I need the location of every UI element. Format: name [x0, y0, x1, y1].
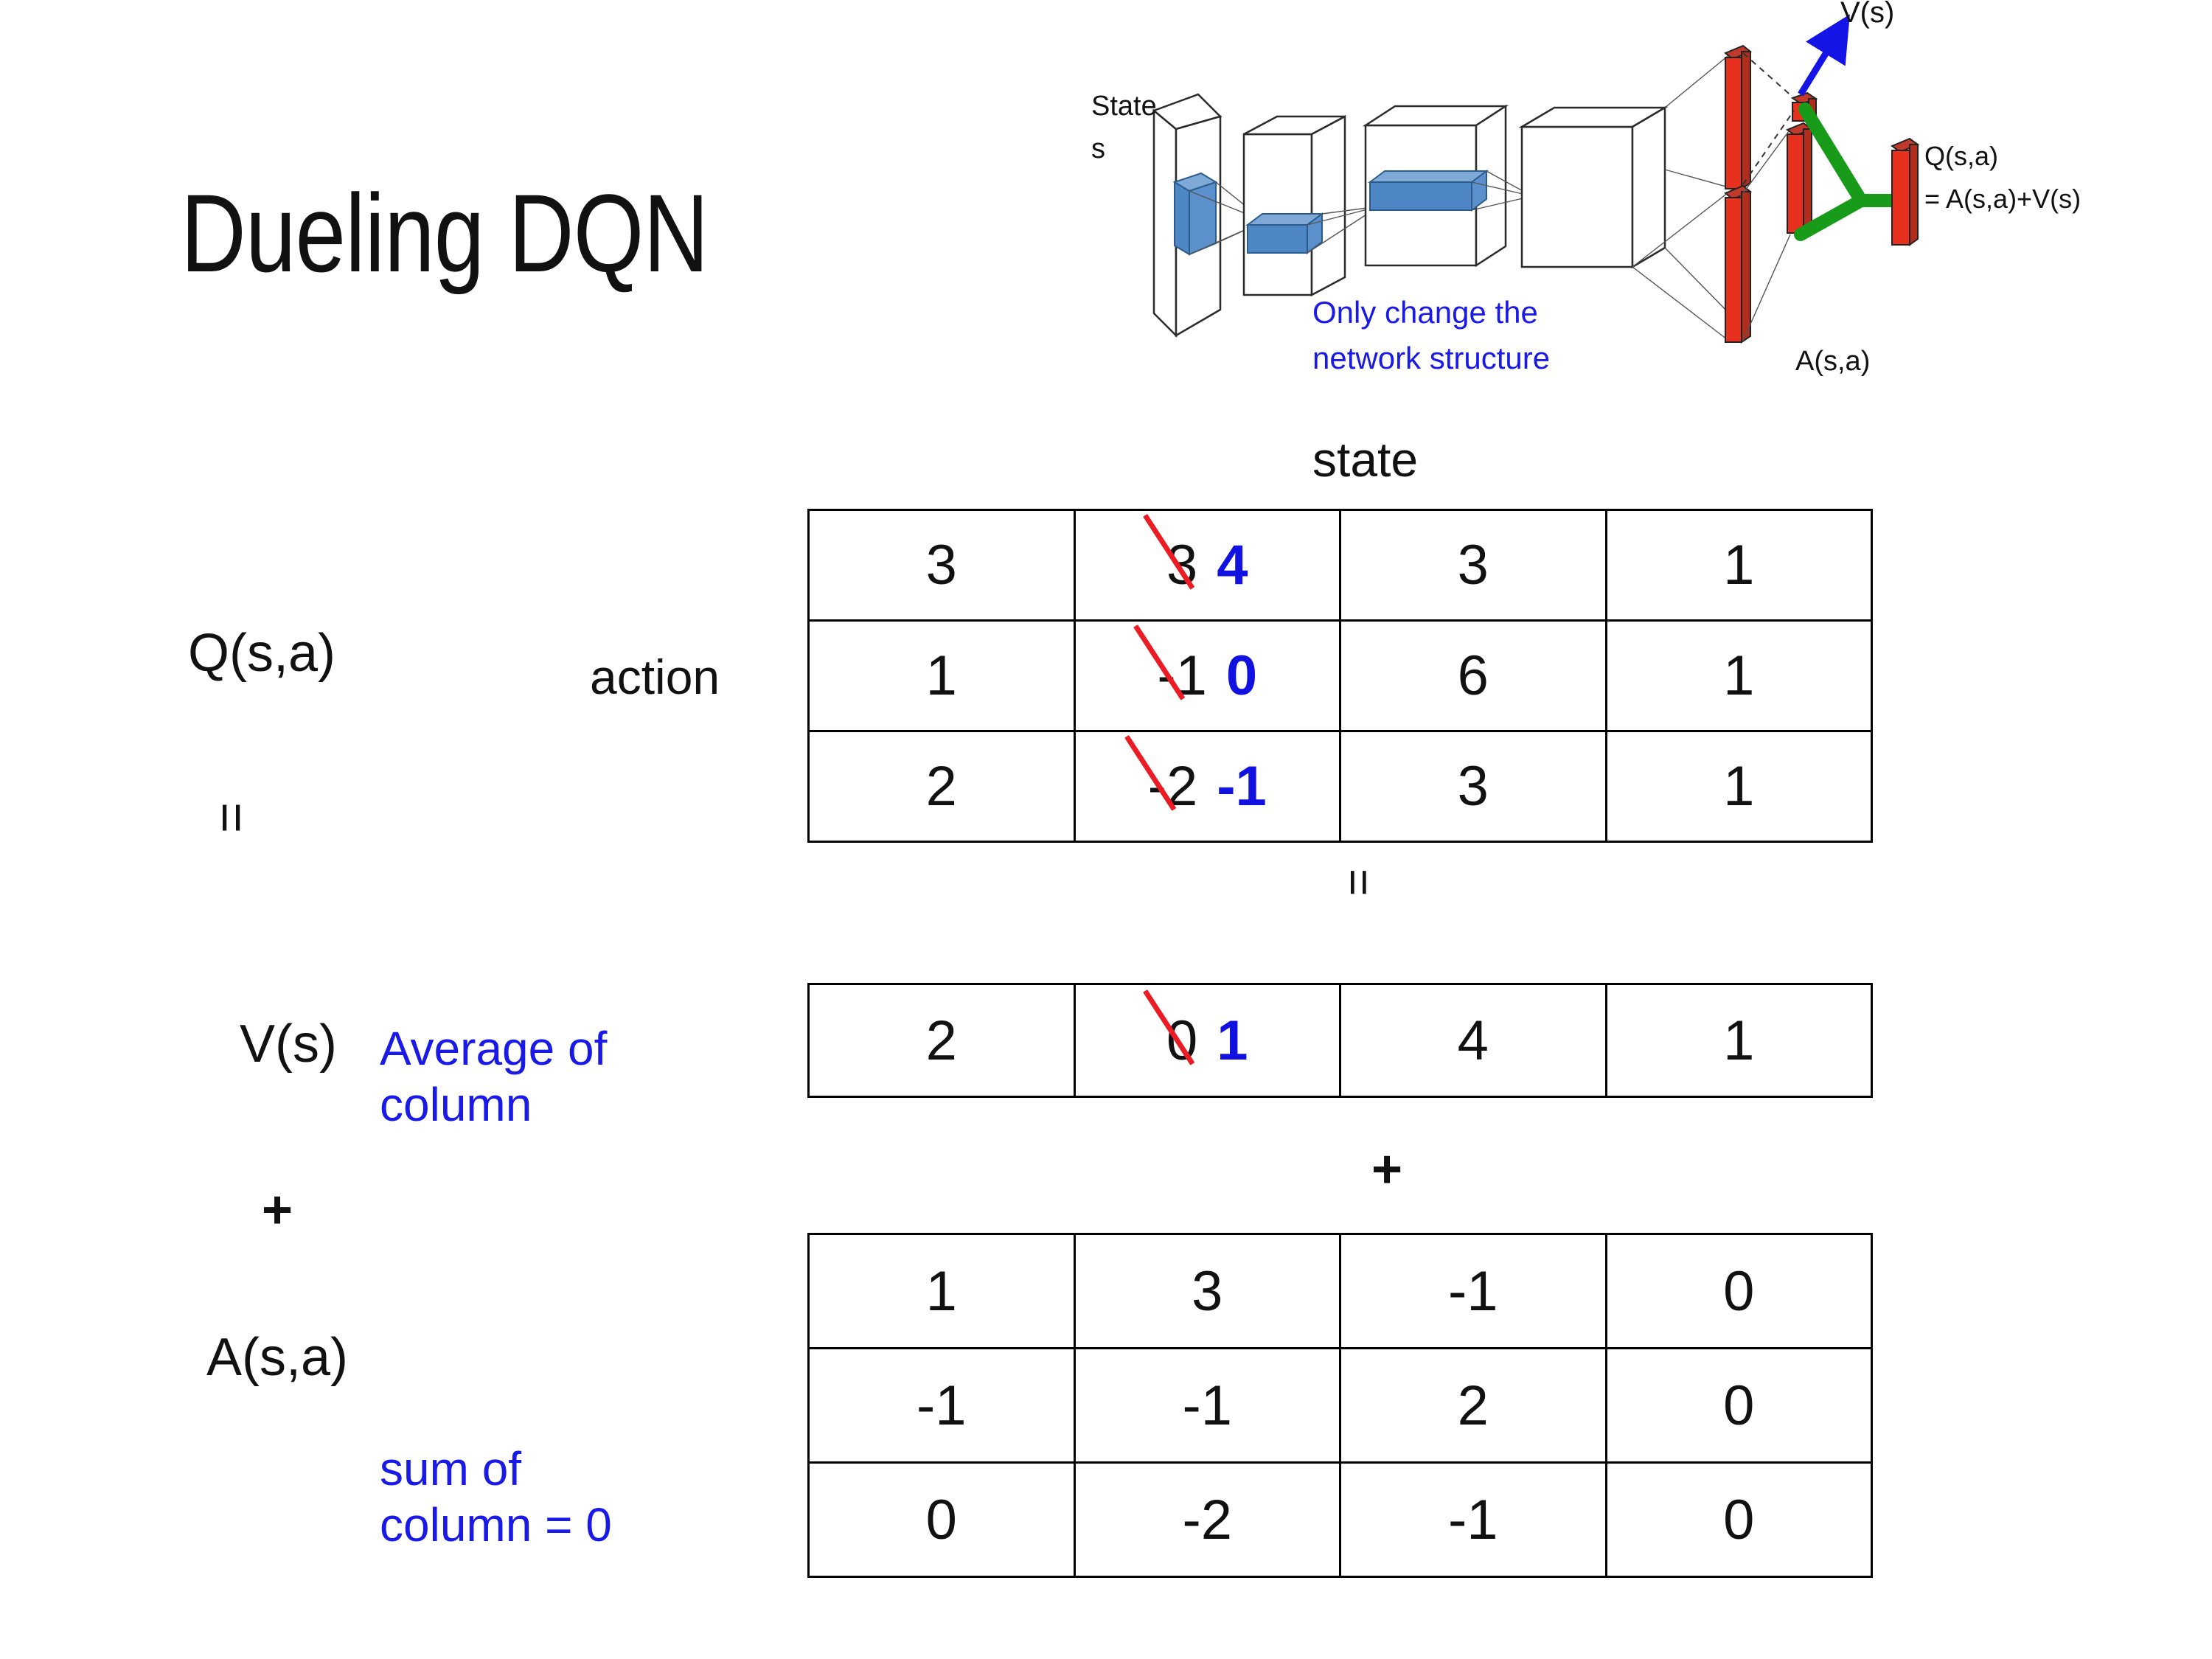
input-filter-icon: [1172, 172, 1218, 256]
table-cell: 2: [807, 983, 1076, 1098]
struck-old-value: -2: [1147, 755, 1198, 818]
table-cell-edited: -2 -1: [1073, 730, 1341, 843]
value-stream-label: V(s): [1840, 0, 1894, 29]
table-cell: 0: [1604, 1233, 1873, 1349]
updated-new-value: -1: [1217, 755, 1267, 818]
state-label-line1: State: [1091, 91, 1157, 122]
updated-new-value: 4: [1217, 534, 1248, 597]
struck-old-value: 3: [1166, 534, 1198, 597]
table-cell: -1: [1339, 1233, 1607, 1349]
conv-filter-2-icon: [1368, 170, 1489, 212]
table-cell: 0: [807, 1461, 1076, 1578]
table-cell: 0: [1604, 1347, 1873, 1464]
advantage-links: [1742, 131, 1791, 341]
sum-of-column-note: sum of column = 0: [380, 1441, 726, 1553]
table-cell: -1: [807, 1347, 1076, 1464]
table-cell: 1: [1604, 509, 1873, 622]
table-cell: 3: [1339, 730, 1607, 843]
q-function-label: Q(s,a): [188, 624, 336, 683]
page-title: Dueling DQN: [181, 171, 709, 295]
plus-operator-middle: +: [1371, 1140, 1403, 1199]
q-output-label-line1: Q(s,a): [1924, 141, 1998, 171]
table-cell: 3: [1073, 1233, 1341, 1349]
average-note-line2: column: [380, 1077, 532, 1131]
table-cell: 1: [1604, 983, 1873, 1098]
table-cell: 1: [1604, 619, 1873, 732]
sum-note-line2: column = 0: [380, 1498, 612, 1551]
network-svg: V(s): [1091, 0, 2081, 377]
network-note-line1: Only change the: [1312, 295, 1538, 330]
table-cell: 0: [1604, 1461, 1873, 1578]
action-axis-label: action: [590, 650, 720, 704]
network-note-line2: network structure: [1312, 341, 1550, 375]
conv-layer-1-icon: [1242, 114, 1346, 297]
table-cell: -1: [1073, 1347, 1341, 1464]
updated-new-value: 1: [1217, 1009, 1248, 1072]
value-stream-bar-icon: [1724, 44, 1752, 190]
conv-layer-3-icon: [1518, 105, 1669, 269]
table-cell: 3: [807, 509, 1076, 622]
table-cell: 2: [1339, 1347, 1607, 1464]
plus-operator-left: +: [262, 1180, 293, 1239]
a-function-label: A(s,a): [206, 1328, 349, 1387]
table-cell: 6: [1339, 619, 1607, 732]
struck-old-value: 0: [1166, 1009, 1198, 1072]
state-label-line2: s: [1091, 133, 1105, 164]
table-cell: 2: [807, 730, 1076, 843]
stream-split-lines: [1632, 52, 1733, 340]
equals-operator-middle: =: [1332, 869, 1385, 897]
table-cell: 1: [807, 619, 1076, 732]
table-cell: -1: [1339, 1461, 1607, 1578]
advantage-stream-label: A(s,a): [1795, 346, 1870, 377]
table-cell: 3: [1339, 509, 1607, 622]
table-cell: 1: [1604, 730, 1873, 843]
value-arrow-icon: [1798, 14, 1850, 97]
advantage-vector-bar-icon: [1785, 122, 1814, 234]
value-dashed-links: [1742, 52, 1795, 185]
q-output-bar-icon: [1890, 137, 1920, 246]
q-output-label-line2: = A(s,a)+V(s): [1924, 184, 2081, 214]
updated-new-value: 0: [1225, 644, 1258, 707]
table-cell: -2: [1073, 1461, 1341, 1578]
sum-note-line1: sum of: [380, 1442, 522, 1495]
combine-green-icon: [1794, 102, 1906, 241]
edited-cell-content: -2 -1: [1148, 754, 1267, 818]
edited-cell-content: -1 0: [1157, 644, 1257, 708]
table-cell: 4: [1339, 983, 1607, 1098]
struck-old-value: -1: [1157, 644, 1207, 707]
table-cell-edited: -1 0: [1073, 619, 1341, 732]
equals-operator-left: =: [202, 802, 261, 834]
average-note-line1: Average of: [380, 1022, 608, 1075]
table-cell: 1: [807, 1233, 1076, 1349]
state-axis-label: state: [1312, 432, 1419, 487]
v-function-label: V(s): [240, 1015, 337, 1074]
conv-filter-1-icon: [1245, 212, 1324, 254]
dueling-network-diagram: V(s): [1091, 0, 2212, 413]
advantage-stream-bar-icon: [1724, 184, 1752, 344]
average-of-column-note: Average of column: [380, 1021, 726, 1133]
